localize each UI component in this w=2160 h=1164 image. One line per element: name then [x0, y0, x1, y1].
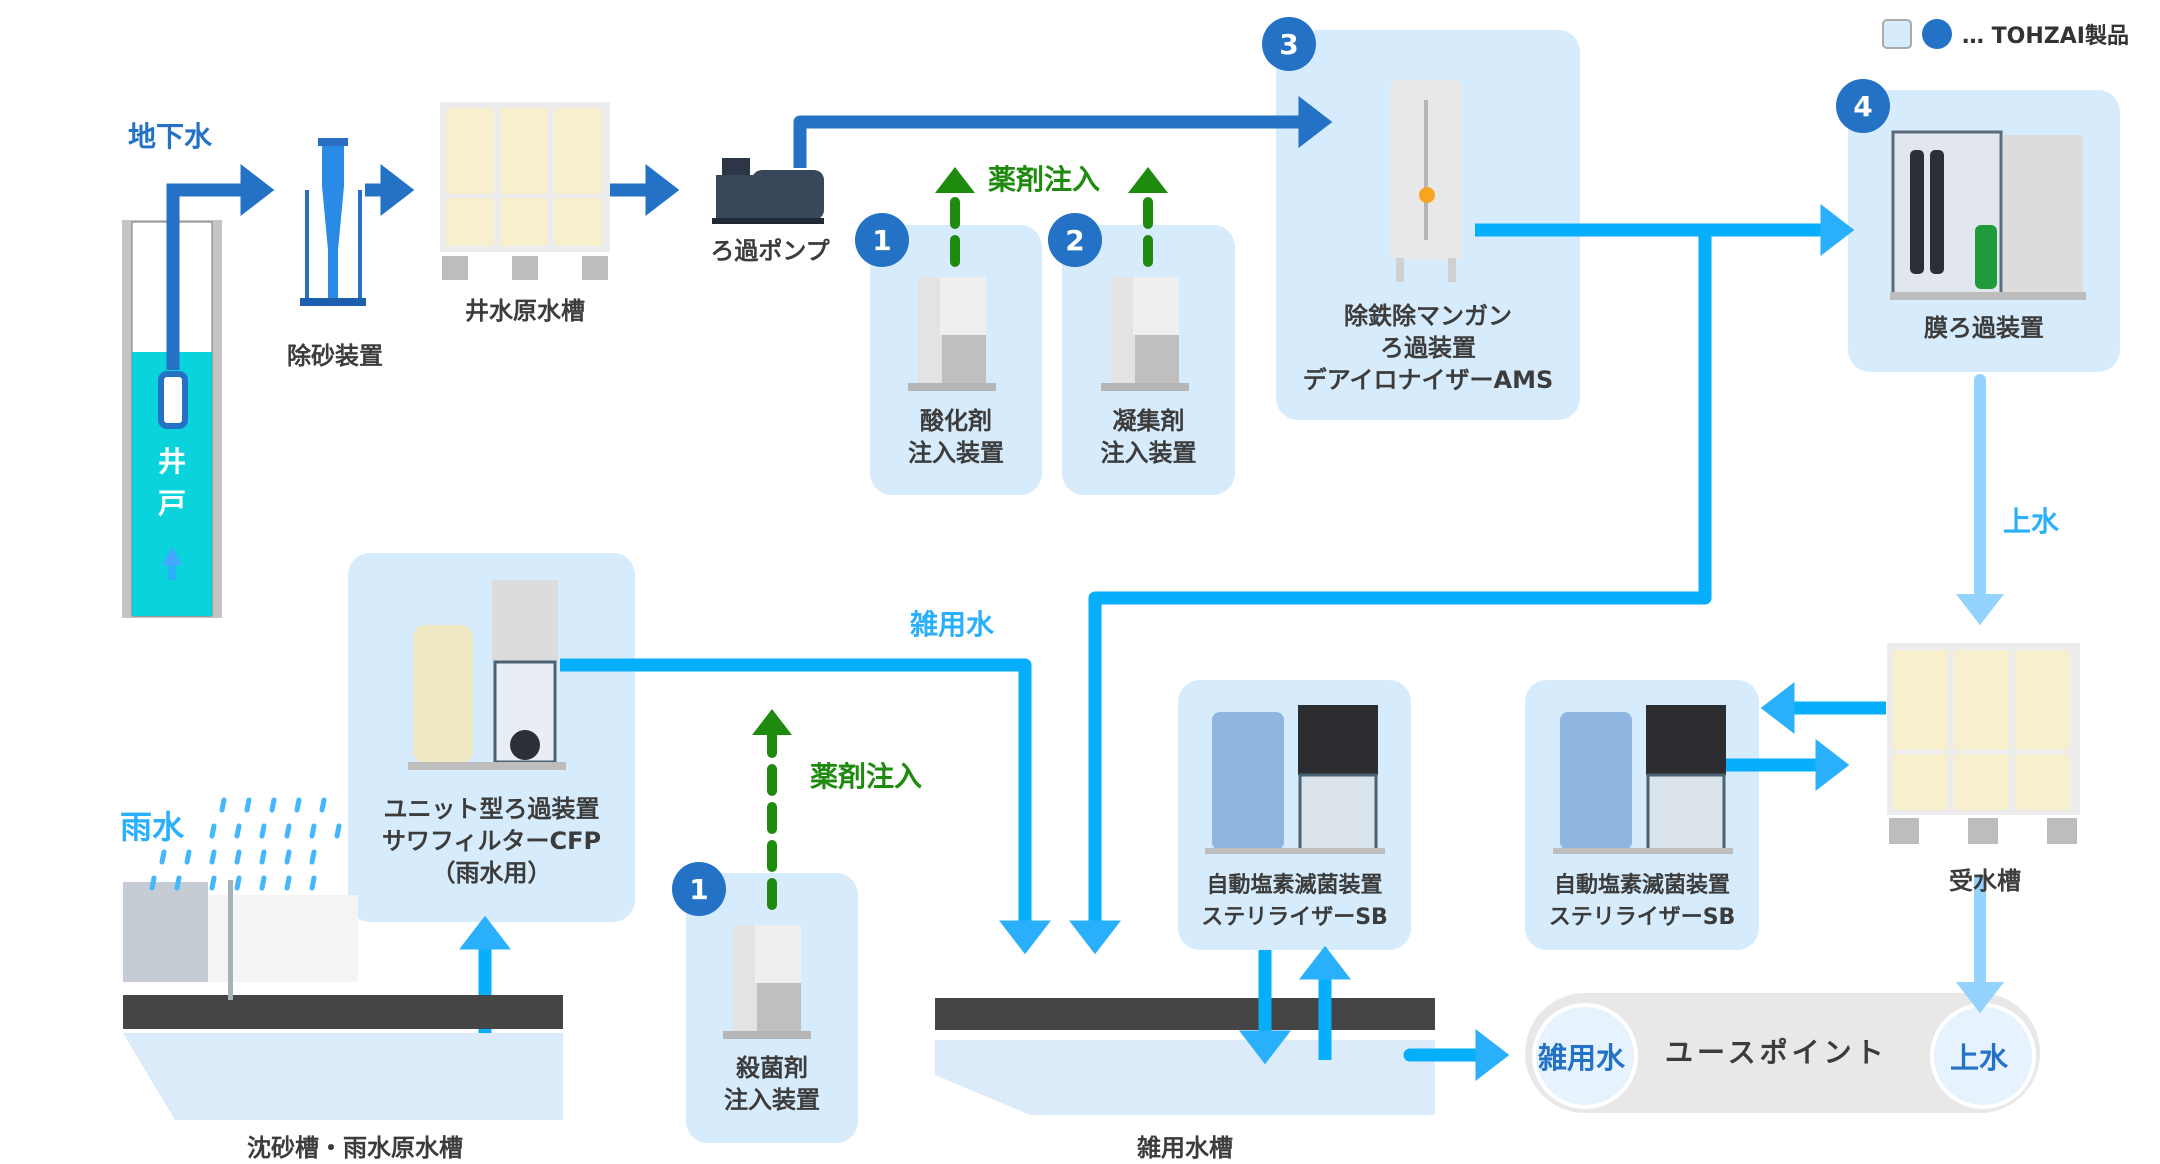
- legend-circle-swatch: [1922, 19, 1952, 49]
- well-raw-tank-illustration: [440, 102, 610, 280]
- sb1-illustration: [1205, 705, 1385, 854]
- cfp-label-line1: ユニット型ろ過装置: [383, 795, 600, 823]
- filter-pump-illustration: [712, 158, 824, 224]
- badge-oxidant: 1: [855, 213, 909, 267]
- legend-text: … TOHZAI製品: [1962, 24, 2129, 49]
- oxidant-injector-illustration: [908, 277, 996, 391]
- badge-coagulant: 2: [1048, 213, 1102, 267]
- oxidant-label: 酸化剤 注入装置: [870, 405, 1042, 469]
- cfp-label-line2: サワフィルターCFP: [381, 827, 602, 855]
- sand-remover-label: 除砂装置: [287, 342, 383, 370]
- membrane-label: 膜ろ過装置: [1848, 312, 2120, 344]
- sand-remover-illustration: [300, 138, 366, 306]
- legend: … TOHZAI製品: [1882, 18, 2129, 50]
- coagulant-label-line2: 注入装置: [1100, 439, 1197, 467]
- sb2-label-line2: ステリライザーSB: [1548, 905, 1736, 930]
- filter-pump-label: ろ過ポンプ: [710, 237, 830, 265]
- rainwater-label: 雨水: [120, 808, 185, 846]
- misc-water-label: 雑用水: [910, 608, 995, 641]
- sb1-label-line1: 自動塩素滅菌装置: [1206, 873, 1383, 898]
- chemical-injection-label-bottom: 薬剤注入: [810, 760, 923, 793]
- use-point-label: ユースポイント: [1665, 1036, 1888, 1069]
- sb1-label: 自動塩素滅菌装置 ステリライザーSB: [1178, 870, 1411, 934]
- coagulant-injector-illustration: [1101, 277, 1189, 391]
- misc-water-tank-label: 雑用水槽: [1137, 1134, 1233, 1162]
- ams-label-line1: 除鉄除マンガン: [1344, 302, 1512, 330]
- product-box-cfp[interactable]: [348, 553, 635, 922]
- sb2-label: 自動塩素滅菌装置 ステリライザーSB: [1525, 870, 1759, 934]
- use-point-misc-label: 雑用水: [1538, 1041, 1626, 1075]
- cfp-label: ユニット型ろ過装置 サワフィルターCFP （雨水用）: [348, 793, 635, 889]
- ams-label-line2: ろ過装置: [1380, 334, 1476, 362]
- cfp-label-line3: （雨水用）: [431, 859, 552, 887]
- membrane-label-line1: 膜ろ過装置: [1924, 314, 2044, 342]
- badge-sterilant: 1: [672, 862, 726, 916]
- potable-water-label: 上水: [2003, 505, 2060, 538]
- rain-drops: [149, 797, 342, 891]
- ams-label: 除鉄除マンガン ろ過装置 デアイロナイザーAMS: [1276, 300, 1580, 396]
- receiving-tank-illustration: [1887, 643, 2080, 844]
- receiving-tank-label: 受水槽: [1949, 867, 2021, 895]
- pipe-well-to-sand-remover: [166, 164, 275, 370]
- legend-box-swatch: [1882, 19, 1912, 49]
- groundwater-label: 地下水: [128, 120, 213, 153]
- pipe-cfp-to-misc-tank: [560, 658, 1051, 955]
- use-point-potable-label: 上水: [1950, 1041, 2009, 1075]
- rain-building-illustration: [123, 880, 563, 1120]
- sterilant-label-line1: 殺菌剤: [736, 1054, 808, 1082]
- sb2-illustration: [1553, 705, 1733, 854]
- sterilant-label-line2: 注入装置: [724, 1086, 820, 1114]
- sb2-label-line1: 自動塩素滅菌装置: [1553, 873, 1730, 898]
- ams-illustration: [1390, 80, 1462, 282]
- well-label-1: 井: [158, 445, 187, 478]
- cfp-illustration: [408, 580, 566, 770]
- badge-ams: 3: [1262, 17, 1316, 71]
- coagulant-label: 凝集剤 注入装置: [1062, 405, 1235, 469]
- badge-membrane: 4: [1836, 79, 1890, 133]
- misc-water-tank-illustration: [935, 998, 1435, 1115]
- ams-label-line3: デアイロナイザーAMS: [1302, 366, 1554, 394]
- settling-tank-label: 沈砂槽・雨水原水槽: [247, 1134, 463, 1162]
- chemical-injection-label-top: 薬剤注入: [988, 163, 1101, 196]
- sterilant-injector-illustration: [723, 925, 811, 1039]
- oxidant-label-line2: 注入装置: [908, 439, 1004, 467]
- sb1-label-line2: ステリライザーSB: [1201, 905, 1388, 930]
- pipe-ams-to-misc-tank: [1069, 230, 1712, 955]
- coagulant-label-line1: 凝集剤: [1112, 407, 1185, 435]
- membrane-illustration: [1890, 130, 2086, 300]
- use-point-misc-circle: [1532, 1003, 1638, 1109]
- well-raw-tank-label: 井水原水槽: [465, 297, 585, 325]
- oxidant-label-line1: 酸化剤: [920, 407, 992, 435]
- sterilant-label: 殺菌剤 注入装置: [686, 1052, 858, 1116]
- well-label-2: 戸: [158, 487, 187, 520]
- pipe-pump-to-ams: [793, 96, 1333, 168]
